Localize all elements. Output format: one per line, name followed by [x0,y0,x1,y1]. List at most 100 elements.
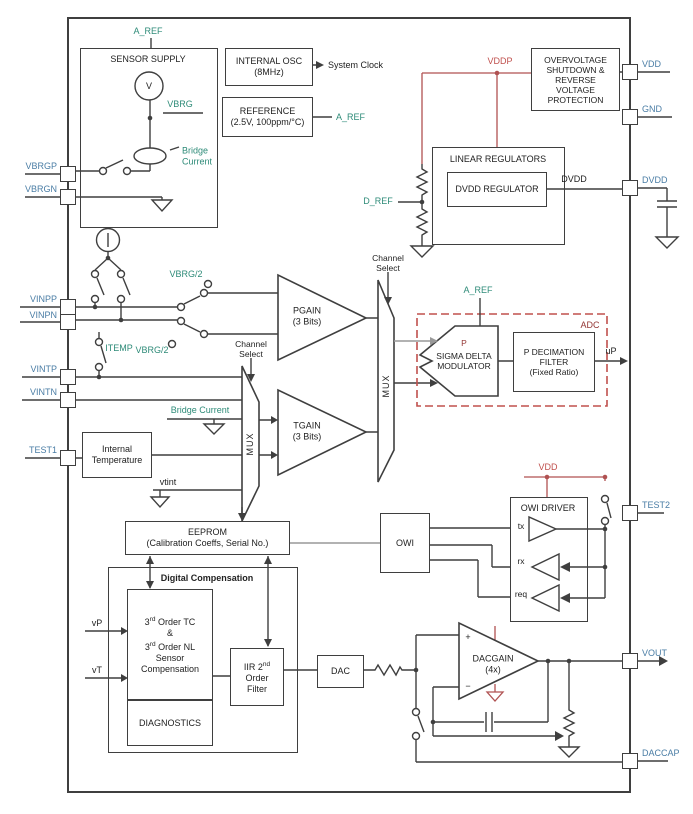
pin-label-gnd: GND [642,104,662,114]
pgain-amp [277,273,368,362]
pin-label-vdd: VDD [642,59,662,69]
voltage-source-label: V [145,80,153,91]
req-label: req [514,589,528,599]
pin-label-vintp: VINTP [30,364,57,374]
owi-driver-title: OWI DRIVER [520,502,576,513]
vddp-label: VDDP [487,55,513,66]
current-source-and-switches [76,227,278,401]
internal-temperature-block: Internal Temperature [82,432,152,478]
pin-test1 [60,450,76,466]
adc-wires [479,298,620,362]
itemp-label: ITEMP [105,342,133,353]
mux1-input-wires [76,418,242,509]
bridge-current-label-2: Bridge Current [170,404,230,415]
sensor-supply-circuit [76,38,203,213]
compensation-block: 3rd Order TC & 3rd Order NL Sensor Compe… [127,589,213,700]
compensation-line-3: 3rd Order NL [144,641,196,652]
dvdd-wire-label: DVDD [561,173,587,184]
sensor-supply-title: SENSOR SUPPLY [110,53,186,64]
pin-vout [622,653,638,669]
eeprom-label: EEPROM (Calibration Coeffs, Serial No.) [146,527,269,548]
pin-label-vintn: VINTN [30,387,57,397]
dref-divider [398,164,435,258]
compensation-line-1: 3rd Order TC [144,616,196,627]
diagnostics-block: DIAGNOSTICS [127,700,213,746]
dac-block: DAC [317,655,364,688]
owi-label: OWI [396,537,414,548]
mux2-label: MUX [380,374,391,398]
compensation-line-4: Sensor [155,653,185,663]
pin-label-test2: TEST2 [642,500,671,510]
pin-test2 [622,505,638,521]
pin-daccap [622,753,638,769]
pin-vinpp [60,299,76,315]
reference-block: REFERENCE (2.5V, 100ppm/°C) [222,97,313,137]
pin-vdd [622,64,638,80]
decimation-label: P DECIMATION FILTER (Fixed Ratio) [523,347,585,377]
tx-label: tx [517,521,525,531]
overvoltage-label: OVERVOLTAGE SHUTDOWN & REVERSE VOLTAGE P… [544,54,607,105]
a-ref-top-label: A_REF [133,25,163,36]
mux1-label: MUX [244,432,255,456]
red-junction-dots [494,70,608,480]
internal-temperature-label: Internal Temperature [91,444,143,465]
iir-filter-block: IIR 2nd Order Filter [230,648,284,706]
iir-line-1: IIR 2nd [243,661,271,672]
tgain-label: TGAIN (3 Bits) [292,420,322,442]
mux2-outputs [387,272,430,384]
internal-osc-block: INTERNAL OSC (8MHz) [225,48,313,86]
pin-dvdd [622,180,638,196]
vdd-owi-label: VDD [538,461,558,472]
vbrg-half-label-bottom: VBRG/2 [135,344,169,355]
pin-vintp [60,369,76,385]
sigma-p-label: P [461,338,467,348]
amp-output-wires [366,317,378,433]
pin-vintn [60,392,76,408]
a-ref-adc-label: A_REF [463,284,493,295]
pin-label-vout: VOUT [642,648,668,658]
sigma-delta-shape [418,325,499,397]
dacgain-wires [432,660,622,758]
pin-gnd [622,109,638,125]
gray-arrowhead [430,337,438,345]
d-ref-label: D_REF [363,195,393,206]
pin-stub-wires [20,71,672,762]
mux1-shape [241,365,260,522]
rx-label: rx [517,556,525,566]
pin-label-vbrgp: VBRGP [25,161,57,171]
pin-label-vinpp: VINPP [29,294,57,304]
a-ref-reference-label: A_REF [336,111,366,122]
vt-label: vT [92,664,102,675]
channel-select-label-1: Channel Select [235,339,267,359]
pgain-label: PGAIN (3 Bits) [292,305,322,327]
pin-label-daccap: DACCAP [642,748,680,758]
dacgain-label: DACGAIN (4x) [472,653,514,675]
digital-compensation-title: Digital Compensation [160,572,254,583]
plus-label: + [465,631,471,642]
digital-compensation-block [108,567,298,753]
compensation-line-2: & [166,628,173,638]
pin-vinpn [60,314,76,330]
minus-label: − [465,680,471,691]
pin-label-vinpn: VINPN [29,310,57,320]
dacgain-amp [458,621,540,701]
dvdd-regulator-block: DVDD REGULATOR [447,172,547,207]
up-label: uP [605,345,617,356]
linear-regulators-block [432,147,565,245]
channel-select-label-2: Channel Select [372,253,404,273]
junction-dots [92,115,608,725]
internal-osc-label: INTERNAL OSC (8MHz) [235,56,303,77]
adc-region [416,313,608,407]
arrowheads [121,61,668,741]
system-clock-label: System Clock [328,59,384,70]
vtint-label: vtint [159,476,177,487]
overvoltage-block: OVERVOLTAGE SHUTDOWN & REVERSE VOLTAGE P… [531,48,620,111]
adc-label: ADC [580,319,600,330]
digital-path-wires [85,630,622,763]
eeprom-block: EEPROM (Calibration Coeffs, Serial No.) [125,521,290,555]
diagnostics-label: DIAGNOSTICS [138,717,201,728]
dac-label: DAC [330,666,350,676]
linear-regulators-title: LINEAR REGULATORS [449,153,547,164]
